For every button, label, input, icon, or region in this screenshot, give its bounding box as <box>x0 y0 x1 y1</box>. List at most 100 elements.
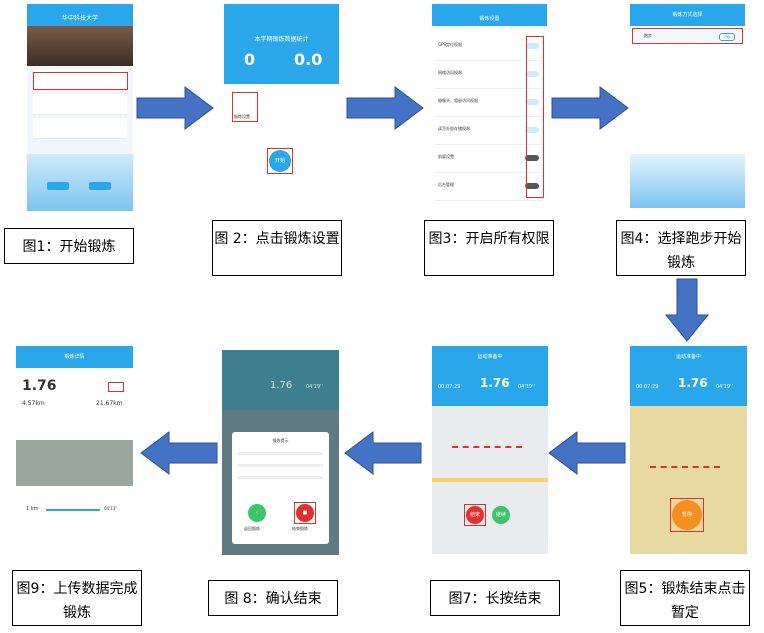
map-road <box>432 478 548 482</box>
start-button[interactable]: 开始 <box>269 150 291 172</box>
caption-step-7: 图7：长按结束 <box>430 580 560 616</box>
wave-background <box>630 154 745 208</box>
highlight-box <box>232 92 258 122</box>
permission-row[interactable]: 摄像头、相册访问权限 <box>436 90 543 117</box>
highlight-box <box>33 72 128 90</box>
arrow-left-icon <box>548 431 626 475</box>
route-line <box>452 446 522 448</box>
dialog-title: 锻炼提示 <box>272 438 289 443</box>
caption-step-9: 图9：上传数据完成锻炼 <box>12 570 142 626</box>
run-start-button[interactable]: 开始 <box>719 33 735 41</box>
pause-button[interactable]: 暂停 <box>672 500 702 530</box>
screenshot-1: 华中科技大学 <box>27 4 133 211</box>
highlight-box <box>526 36 544 198</box>
screen-title: 华中科技大学 <box>27 12 133 26</box>
run-item[interactable]: 跑步 开始 <box>634 30 741 42</box>
permission-toggle[interactable] <box>525 43 539 49</box>
arrow-left-icon <box>344 431 422 475</box>
permission-label: 后台管理 <box>438 182 454 187</box>
highlight-box <box>464 504 486 526</box>
permission-toggle[interactable] <box>525 71 539 77</box>
stats-title: 本学期锻炼数据统计 <box>254 36 309 43</box>
highlight-box <box>632 28 743 44</box>
km-label: 1 km <box>26 506 39 512</box>
arrow-right-icon <box>551 86 629 130</box>
pace-value: 04'19'' <box>716 384 733 390</box>
permission-toggle[interactable] <box>525 127 539 133</box>
arrow-right-icon <box>136 86 214 130</box>
permission-label: GPS定位权限 <box>438 42 463 47</box>
action-button[interactable] <box>89 182 111 190</box>
arrow-left-icon <box>140 431 218 475</box>
screenshot-7: 运动准备中 00:07:29 1.76 04'19'' 结束 继续 <box>432 346 548 554</box>
caption-step-3: 图3：开启所有权限 <box>424 220 554 276</box>
back-button[interactable]: ‹ <box>248 504 266 522</box>
permission-toggle[interactable] <box>525 99 539 105</box>
caption-step-5: 图5：锻炼结束点击暂定 <box>620 570 750 626</box>
dim-header <box>222 350 339 410</box>
permission-toggle[interactable] <box>525 183 539 189</box>
screen-title: 锻炼详情 <box>16 346 133 368</box>
distance-value: 1.76 <box>22 378 57 394</box>
highlight-box <box>267 148 293 174</box>
permission-label: 前屏设置 <box>438 154 454 159</box>
screen-title: 锻炼设置 <box>432 4 547 26</box>
screen-title: 运动准备中 <box>432 346 548 368</box>
resume-button[interactable]: 继续 <box>492 506 510 524</box>
arrow-right-icon <box>346 86 424 130</box>
dialog-line <box>238 452 323 455</box>
distance-value: 1.76 <box>270 380 293 391</box>
caption-step-1: 图1：开始锻炼 <box>4 228 134 264</box>
screenshot-9: 锻炼详情 1.76 4.57km 21.67km 1 km 04'13'' <box>16 346 133 554</box>
screenshot-2: 本学期锻炼数据统计 0 0.0 锻炼设置 开始 <box>224 4 339 208</box>
permission-row[interactable]: 读写外部存储权限 <box>436 118 543 145</box>
back-label: 返回锻炼 <box>244 526 260 531</box>
banner-image <box>27 26 133 66</box>
highlight-box <box>294 502 316 524</box>
list-item[interactable] <box>33 70 127 91</box>
wave-background <box>27 154 133 211</box>
caption-step-2: 图 2：点击锻炼设置 <box>212 220 342 276</box>
time-value: 00:07:29 <box>636 384 659 390</box>
stats-bar <box>630 368 747 406</box>
permission-label: 读写外部存储权限 <box>438 126 470 131</box>
time-value: 00:07:29 <box>438 384 461 390</box>
screenshot-3: 锻炼设置 GPS定位权限网络访问权限摄像头、相册访问权限读写外部存储权限前屏设置… <box>432 4 547 208</box>
route-line <box>650 466 720 468</box>
highlight-box <box>670 498 704 532</box>
pace-bar <box>46 509 100 511</box>
route-map <box>16 440 133 486</box>
screen-title: 运动准备中 <box>630 346 747 368</box>
stats-bar <box>432 368 548 406</box>
pace-value: 04'19'' <box>518 384 535 390</box>
permission-row[interactable]: GPS定位权限 <box>436 34 543 61</box>
list-item[interactable] <box>33 94 127 115</box>
distance-value: 1.76 <box>480 376 510 390</box>
right-value: 21.67km <box>96 400 123 407</box>
end-label: 结束锻炼 <box>292 526 308 531</box>
caption-step-4: 图4：选择跑步开始锻炼 <box>616 220 746 276</box>
action-button[interactable] <box>47 182 69 190</box>
permission-row[interactable]: 后台管理 <box>436 174 543 201</box>
caption-step-8: 图 8：确认结束 <box>208 580 338 616</box>
screenshot-4: 锻炼方式选择 跑步 开始 <box>630 4 745 208</box>
left-value: 4.57km <box>22 400 45 407</box>
list-item[interactable] <box>33 118 127 139</box>
stat-count: 0 <box>244 50 256 69</box>
pace-value: 04'13'' <box>104 506 118 511</box>
end-button[interactable]: 结束 <box>466 506 484 524</box>
setting-label[interactable]: 锻炼设置 <box>234 114 250 119</box>
highlight-box <box>108 382 124 392</box>
permission-toggle[interactable] <box>525 155 539 161</box>
permission-row[interactable]: 前屏设置 <box>436 146 543 173</box>
distance-value: 1.76 <box>678 376 708 390</box>
permission-label: 网络访问权限 <box>438 70 462 75</box>
permission-row[interactable]: 网络访问权限 <box>436 62 543 89</box>
stats-header <box>224 4 339 84</box>
dialog-line <box>238 464 323 467</box>
arrow-down-icon <box>664 278 710 342</box>
dialog-line <box>238 476 323 479</box>
end-exercise-button[interactable]: ■ <box>296 504 314 522</box>
run-label: 跑步 <box>644 33 652 38</box>
screenshot-5: 运动准备中 00:07:29 1.76 04'19'' 暂停 <box>630 346 747 554</box>
